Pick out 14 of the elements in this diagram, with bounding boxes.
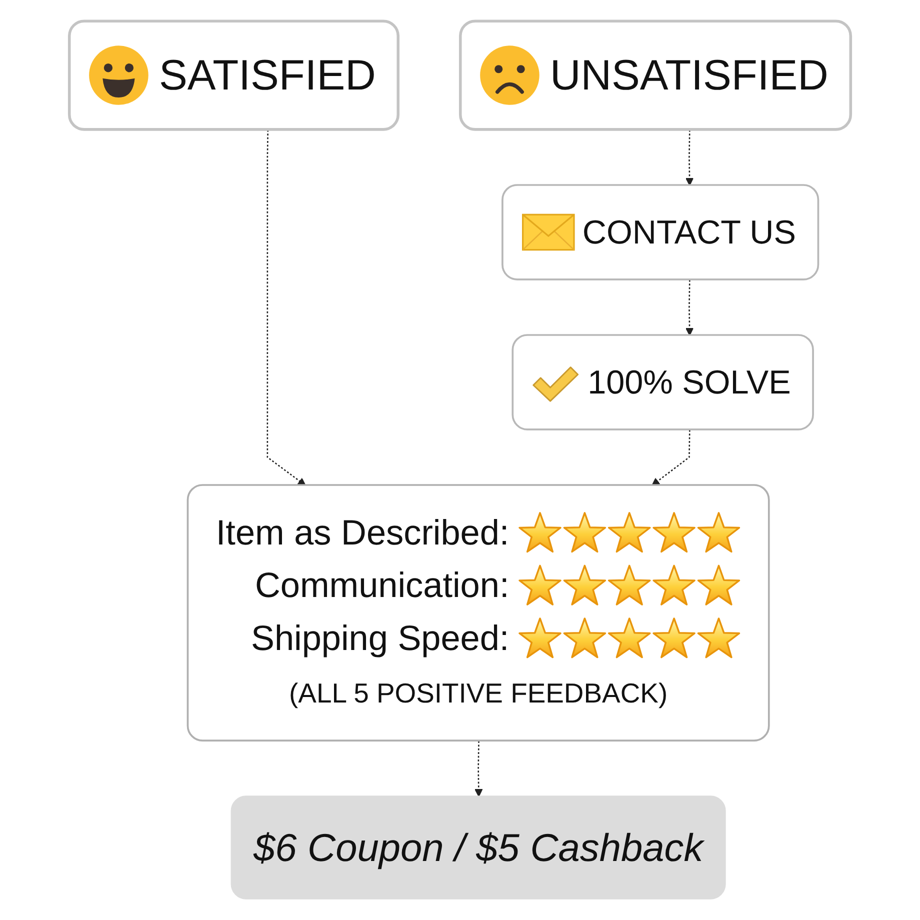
- rating-label: Shipping Speed:: [250, 619, 510, 658]
- rating-label: Item as Described:: [216, 514, 510, 553]
- feedback-note: (ALL 5 POSITIVE FEEDBACK): [289, 678, 668, 710]
- node-label: UNSATISFIED: [550, 50, 828, 99]
- node-label: $6 Coupon / $5 Cashback: [253, 826, 704, 870]
- node-label: CONTACT US: [582, 212, 796, 251]
- arrow: [685, 280, 694, 336]
- arrow: [266, 130, 306, 486]
- arrow: [652, 430, 690, 486]
- arrow: [685, 130, 694, 186]
- node-label: SATISFIED: [158, 50, 376, 99]
- rating-label: Communication:: [255, 566, 510, 606]
- arrow: [474, 741, 483, 797]
- node-label: 100% SOLVE: [588, 362, 791, 401]
